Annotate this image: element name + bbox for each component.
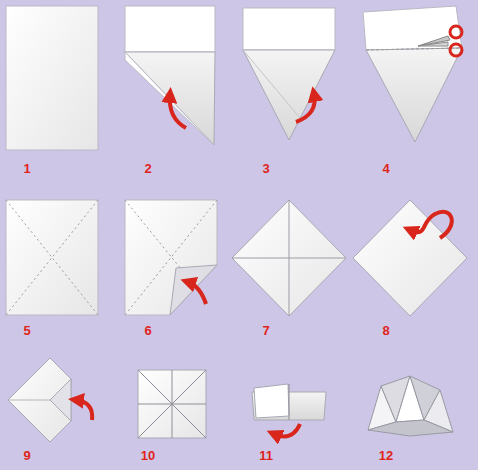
step-number: 8 xyxy=(382,323,389,338)
scissors-icon-part xyxy=(418,36,450,46)
half-fold-step xyxy=(252,384,326,436)
step-number: 5 xyxy=(23,323,30,338)
turn-over-step-part xyxy=(410,212,452,238)
scissors-icon-part xyxy=(450,26,462,38)
fortune-teller xyxy=(368,376,453,436)
step-number: 2 xyxy=(144,161,151,176)
corner-fold-step xyxy=(125,200,217,315)
step-number: 11 xyxy=(259,448,273,463)
fold-step-three xyxy=(243,8,335,140)
flap-fold-step-part xyxy=(8,400,50,401)
fold-step-three-part xyxy=(243,8,335,50)
step-number: 7 xyxy=(262,323,269,338)
half-fold-step-part xyxy=(289,384,290,420)
fold-step-three-part xyxy=(243,50,335,140)
folded-small-square-part xyxy=(138,370,206,438)
folded-small-square-part xyxy=(138,404,206,405)
fold-step-two xyxy=(125,6,215,145)
cut-step-part xyxy=(366,48,462,50)
step-number: 1 xyxy=(23,161,30,176)
cut-step-part xyxy=(366,48,462,142)
cut-step xyxy=(363,6,462,142)
folded-diamond-part xyxy=(232,258,346,259)
folded-small-square-part xyxy=(138,370,206,438)
flap-fold-step-part xyxy=(76,400,92,420)
corner-fold-step-part xyxy=(125,200,217,315)
paper-sheet xyxy=(6,6,98,150)
scissors-icon-part xyxy=(418,42,448,46)
fold-step-two-part xyxy=(125,52,214,145)
flap-fold-step xyxy=(8,358,92,442)
step-number: 9 xyxy=(23,448,30,463)
step-number: 12 xyxy=(379,448,393,463)
turn-over-step-part xyxy=(353,200,467,316)
folded-small-square xyxy=(138,370,206,438)
folded-diamond-part xyxy=(232,200,346,316)
step-number: 6 xyxy=(144,323,151,338)
half-fold-step-part xyxy=(274,424,300,436)
flap-fold-step-part xyxy=(50,379,71,421)
scissors-icon-part xyxy=(450,44,462,56)
corner-fold-step-part xyxy=(188,282,206,304)
fold-step-two-part xyxy=(170,95,186,128)
corner-fold-step-part xyxy=(170,265,217,315)
fold-step-two-part xyxy=(125,52,215,145)
scissors-icon xyxy=(418,26,462,56)
cut-step-part xyxy=(363,6,462,50)
folded-small-square-part xyxy=(138,370,206,438)
half-fold-step-part xyxy=(254,384,289,418)
creased-square-part xyxy=(6,200,98,315)
corner-fold-step-part xyxy=(125,200,217,315)
creased-square-part xyxy=(6,200,98,315)
turn-over-step xyxy=(353,200,467,316)
paper-sheet-part xyxy=(6,6,98,150)
step-number: 10 xyxy=(141,448,155,463)
step-number: 4 xyxy=(382,161,389,176)
fold-step-three-part xyxy=(243,50,300,118)
creased-square-part xyxy=(6,200,98,315)
creased-square xyxy=(6,200,98,315)
fold-step-two-part xyxy=(125,6,215,52)
flap-fold-step-part xyxy=(8,358,71,442)
step-number: 3 xyxy=(262,161,269,176)
folded-diamond xyxy=(232,200,346,316)
fold-step-three-part xyxy=(296,94,315,122)
fortune-teller-part xyxy=(368,420,453,436)
